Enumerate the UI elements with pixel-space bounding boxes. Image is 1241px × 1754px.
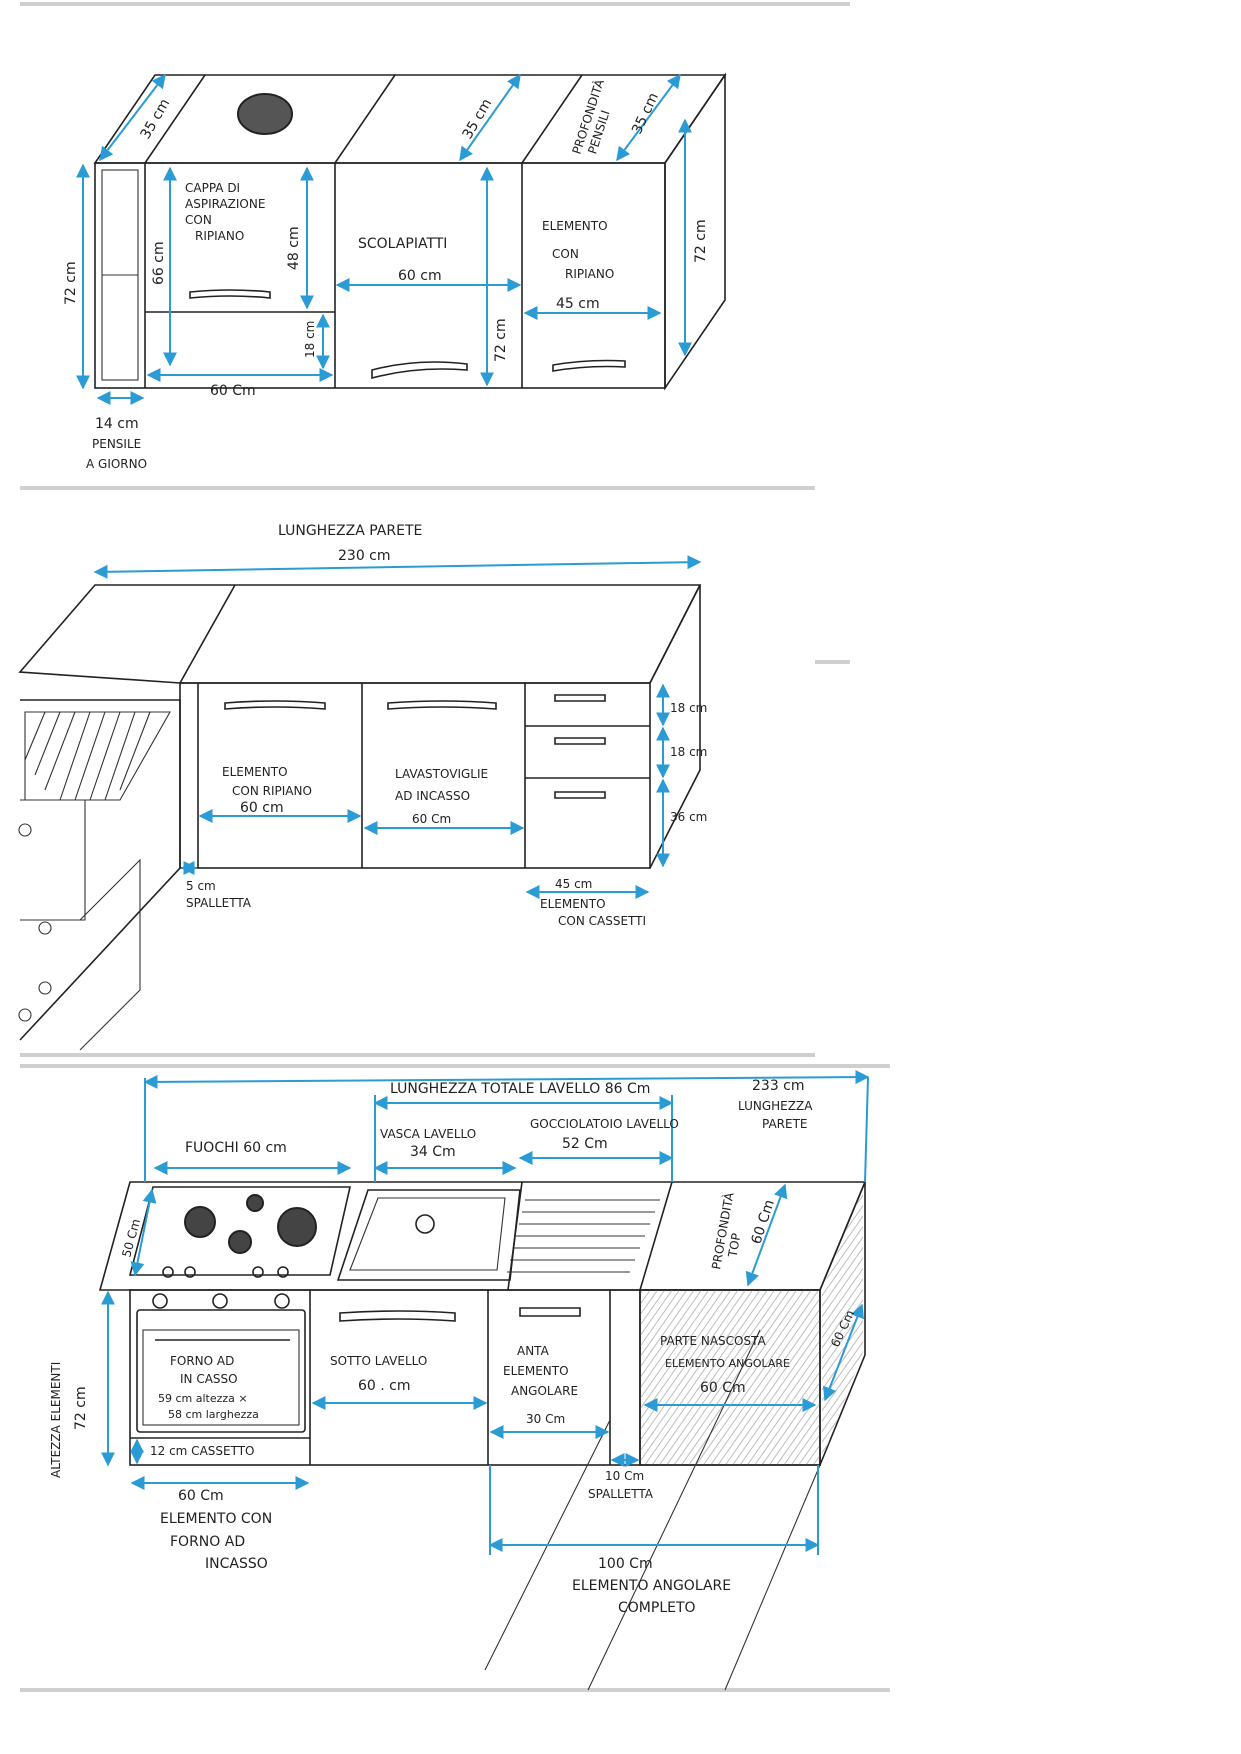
hidden-corner-area [639,1289,821,1466]
base-shelf-handle [224,700,326,710]
shelf-width: 45 cm [556,296,600,312]
oven-knob-icon [212,1293,228,1309]
upper-height-right: 72 cm [693,219,709,263]
burner-icon [246,1194,264,1212]
under-sink-title: SOTTO LAVELLO [330,1354,427,1368]
shelf-handle [552,359,626,372]
oven-element-value: 60 Cm [178,1488,224,1504]
rack-width: 60 cm [398,268,442,284]
drain-icon [415,1214,435,1234]
knob-icon [252,1266,264,1278]
burner-icon [184,1206,216,1238]
drawer-handle-2 [554,737,606,745]
corner-panel: LUNGHEZZA TOTALE LAVELLO 86 Cm 233 cm LU… [49,1070,870,1691]
knob-icon [18,1008,32,1022]
hood-width: 60 Cm [210,383,256,399]
drawer-3-height: 36 cm [670,810,707,824]
hood-height: 48 cm [286,226,302,270]
base-wall-title: LUNGHEZZA PARETE [278,523,422,539]
drainer-title: GOCCIOLATOIO LAVELLO [530,1117,679,1131]
corner-wall-value: 233 cm [752,1078,805,1094]
upper-cabinets-panel: 35 cm 35 cm PROFONDITÀ PENSILI 35 cm 72 … [63,72,727,471]
rack-height: 72 cm [493,318,509,362]
hood-handle [189,289,271,299]
corner-spall-value: 10 Cm [605,1469,644,1483]
hood-title: CAPPA DI ASPIRAZIONE CON RIPIANO [185,181,269,243]
sink-total-length: LUNGHEZZA TOTALE LAVELLO 86 Cm [390,1081,650,1097]
height-value: 72 cm [73,1386,89,1430]
basin-value: 34 Cm [410,1144,456,1160]
burners-width: FUOCHI 60 cm [185,1140,287,1156]
rack-handle [371,361,468,380]
knob-icon [184,1266,196,1278]
dishwasher-width: 60 Cm [412,812,451,826]
top-depth-title-2: TOP [725,1232,743,1259]
burner-icon [228,1230,252,1254]
base-shelf-title: ELEMENTO CON RIPIANO [222,765,312,798]
height-title: ALTEZZA ELEMENTI [49,1362,63,1478]
corner-door-handle [519,1307,581,1317]
knob-icon [162,1266,174,1278]
under-sink-handle [339,1310,456,1322]
corner-total-title: ELEMENTO ANGOLARE COMPLETO [572,1578,736,1616]
base-cabinets-panel: LUNGHEZZA PARETE 230 cm ELEMENTO CON RIP… [18,523,707,1051]
oven-drawer: 12 cm CASSETTO [150,1444,254,1458]
drawer-handle-1 [554,694,606,702]
open-width: 14 cm [95,416,139,432]
hood-vent-icon [237,93,293,135]
corner-spall-title: SPALLETTA [588,1487,654,1501]
oven-element-title: ELEMENTO CON FORNO AD INCASSO [160,1511,277,1572]
base-spall-value: 5 cm [186,879,216,893]
knob-icon [18,823,32,837]
svg-text:PROFONDITÀ PENSILI: PROFONDITÀ PENSILI [569,74,623,161]
drawers-title: ELEMENTO CON CASSETTI [540,897,646,928]
drawer-1-height: 18 cm [670,701,707,715]
open-title: PENSILE A GIORNO [86,437,147,471]
corner-wall-title: LUNGHEZZA PARETE [738,1099,816,1131]
top-depth-title-1: PROFONDITÀ [708,1191,736,1271]
upper-depth-right: 35 cm [629,90,662,136]
upper-height-left: 72 cm [63,261,79,305]
corner-door-value: 30 Cm [526,1412,565,1426]
oven-knob-icon [274,1293,290,1309]
drawers-width: 45 cm [555,877,592,891]
corner-door-title: ANTA ELEMENTO ANGOLARE [503,1344,578,1398]
shelf-title: ELEMENTO CON RIPIANO [542,219,614,281]
drawer-2-height: 18 cm [670,745,707,759]
hidden-title: PARTE NASCOSTA ELEMENTO ANGOLARE [660,1334,790,1370]
base-wall-value: 230 cm [338,548,391,564]
drawer-handle-3 [554,791,606,799]
burner-icon [277,1207,317,1247]
svg-text:PROFONDITÀ TOP: PROFONDITÀ TOP [708,1188,751,1273]
knob-icon [277,1266,289,1278]
basin-title: VASCA LAVELLO [380,1127,476,1141]
knob-icon [38,981,52,995]
base-shelf-width: 60 cm [240,800,284,816]
hidden-value: 60 Cm [700,1380,746,1396]
rack-title: SCOLAPIATTI [358,236,447,252]
top-depth-value: 60 Cm [749,1198,778,1246]
drainer-value: 52 Cm [562,1136,608,1152]
oven-knob-icon [152,1293,168,1309]
base-spall-title: SPALLETTA [186,896,252,910]
oven-dims: 59 cm altezza × 58 cm larghezza [158,1392,259,1421]
upper-height-inner: 66 cm [151,241,167,285]
under-sink-value: 60 . cm [358,1378,411,1394]
knob-icon [38,921,52,935]
hood-low: 18 cm [303,321,317,358]
dishwasher-handle [387,700,497,710]
oven-title: FORNO AD IN CASSO [170,1354,238,1386]
corner-total-value: 100 Cm [598,1556,653,1572]
dishwasher-title: LAVASTOVIGLIE AD INCASSO [395,767,492,803]
